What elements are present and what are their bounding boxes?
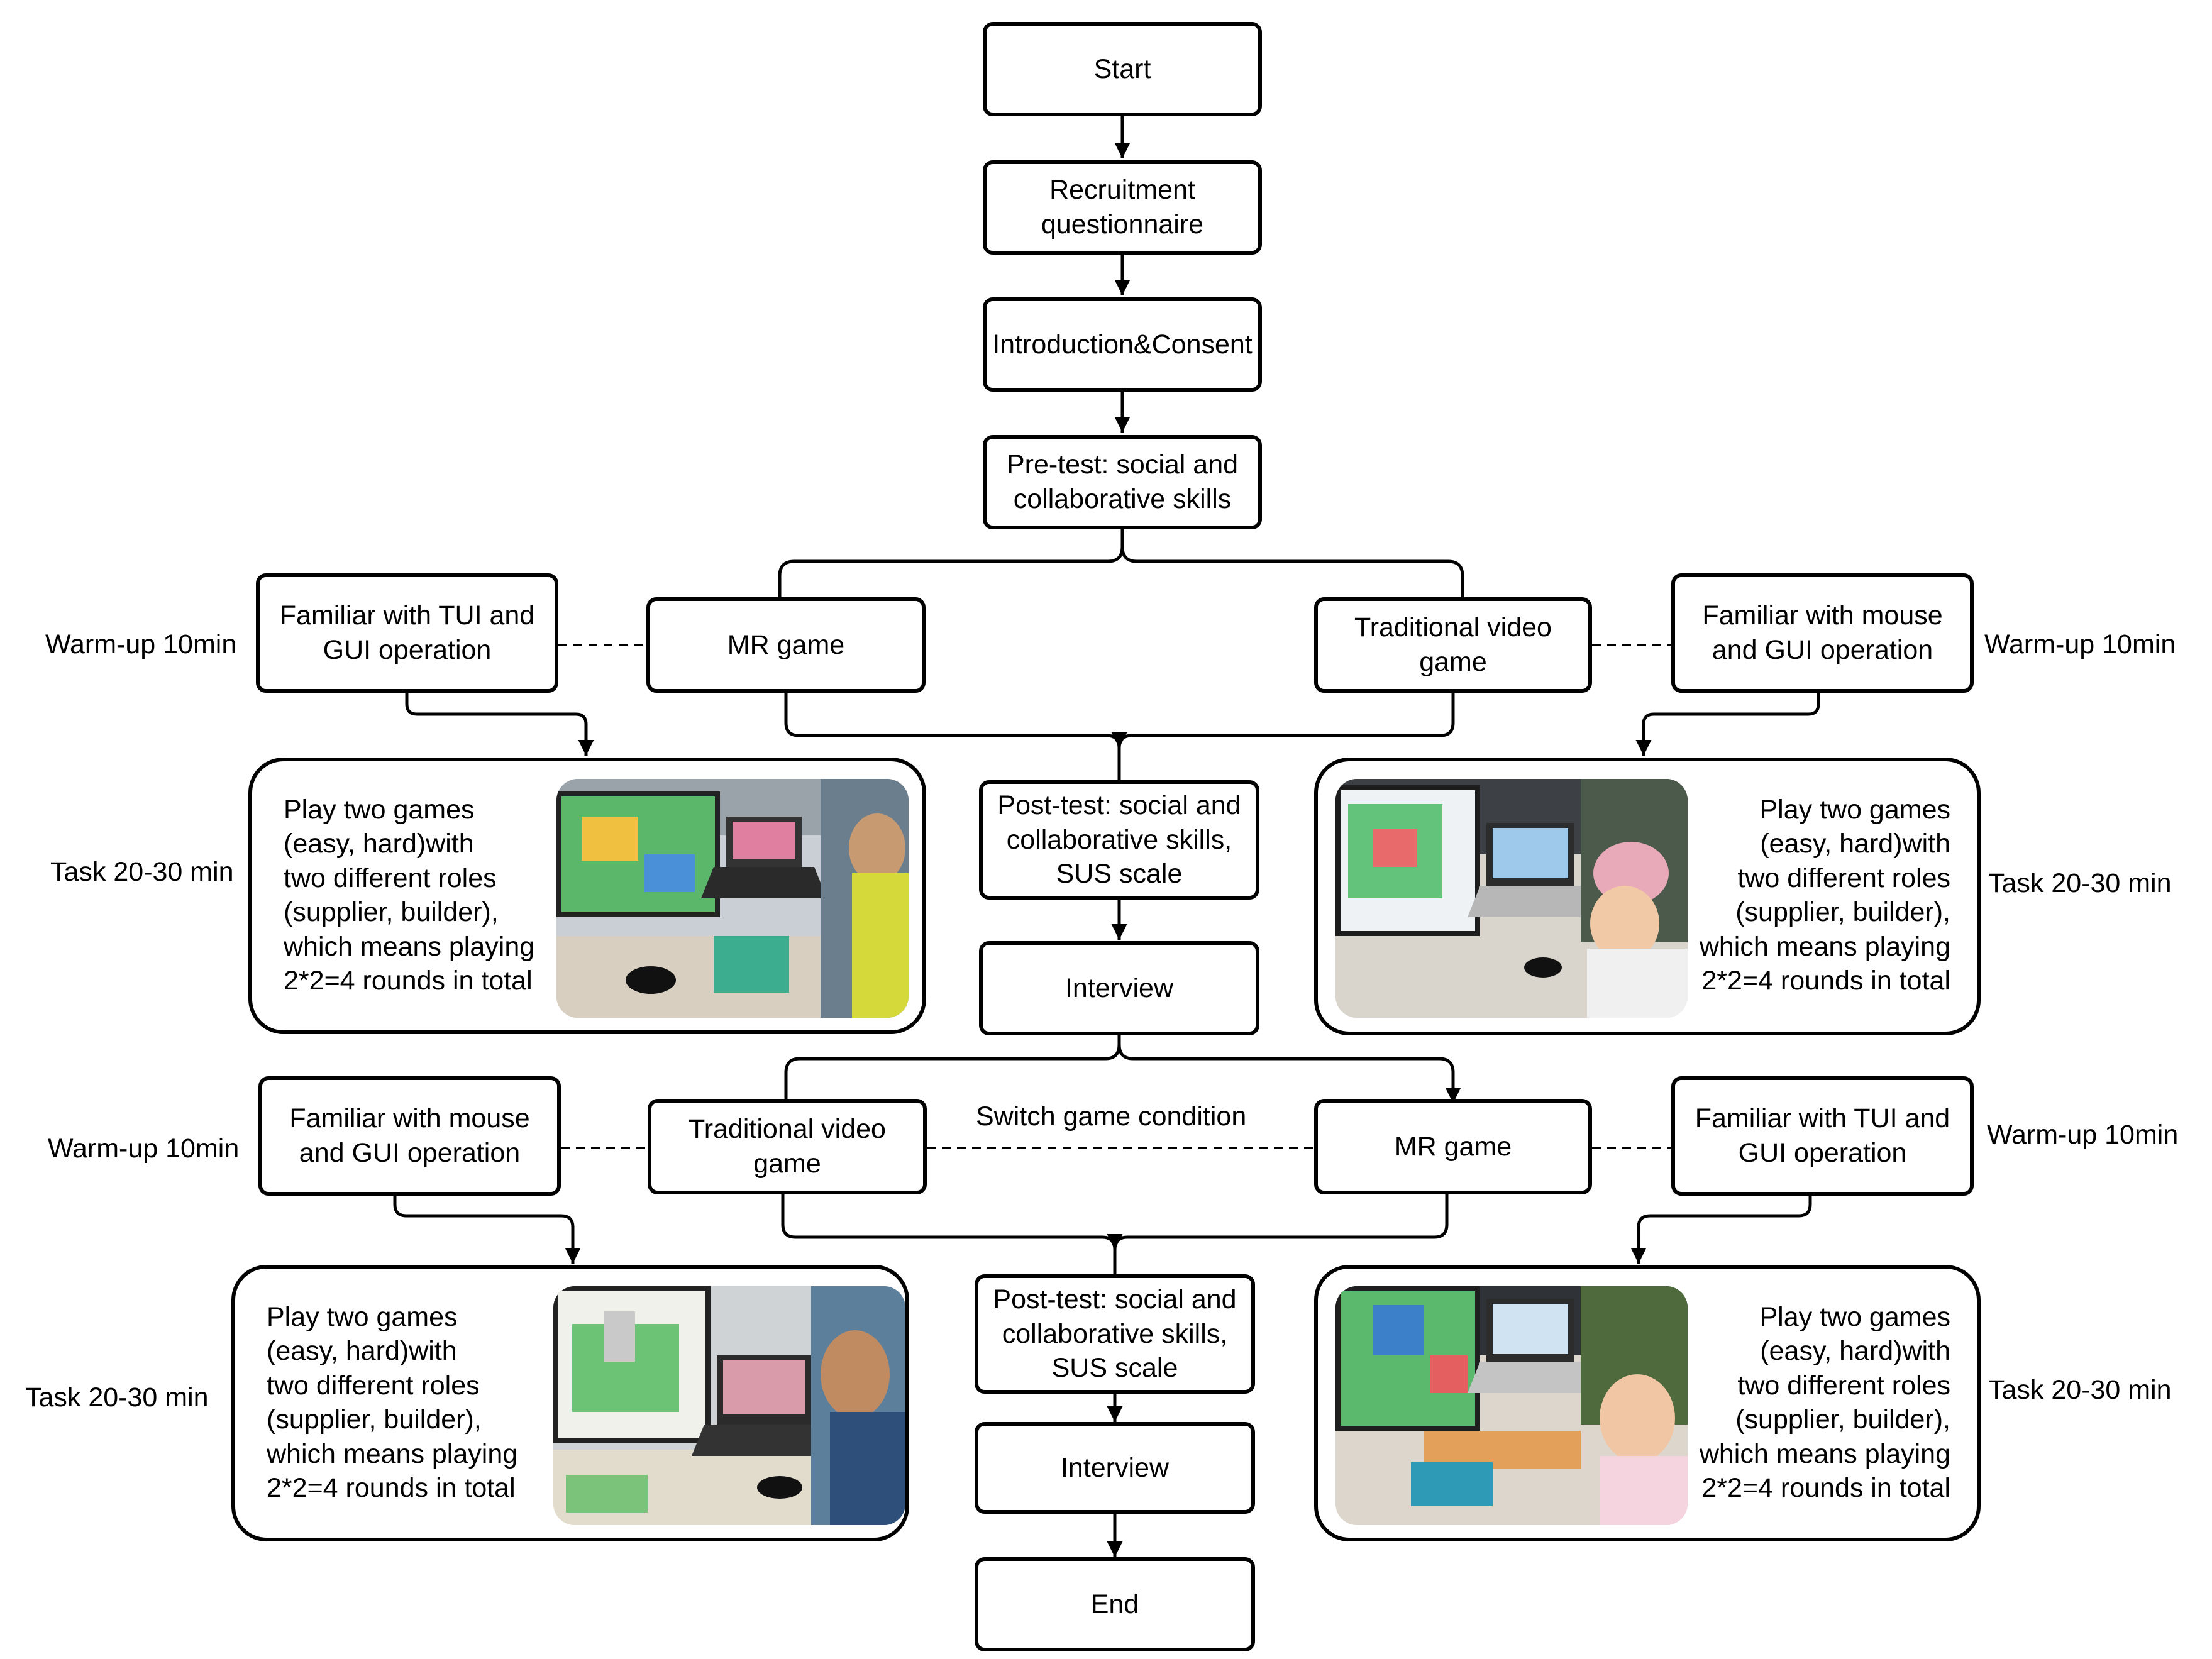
merge-games-posttest2 (781, 1194, 1449, 1275)
photo-video-game-session (1335, 779, 1688, 1018)
familiar-mouse-gui-node-round2: Familiar with mouse and GUI operation (258, 1076, 561, 1196)
start-node: Start (983, 22, 1262, 116)
split-interview1-switch (784, 1035, 1453, 1103)
task-description: Play two games (easy, hard)with two diff… (1699, 1302, 1950, 1503)
familiar-tui-gui-node-round1: Familiar with TUI and GUI operation (256, 573, 558, 693)
posttest-node-round2: Post-test: social and collaborative skil… (975, 1274, 1255, 1394)
posttest-node-round1: Post-test: social and collaborative skil… (979, 780, 1259, 900)
task-description: Play two games (easy, hard)with two diff… (267, 1302, 518, 1503)
task-box-round2-right: Play two games (easy, hard)with two diff… (1314, 1265, 1981, 1541)
warmup-label-round2-right: Warm-up 10min (1987, 1120, 2179, 1150)
task-label-round1-left: Task 20-30 min (50, 857, 234, 887)
task-label-round2-left: Task 20-30 min (25, 1382, 209, 1413)
recruitment-questionnaire-node: Recruitment questionnaire (983, 160, 1262, 255)
traditional-video-game-node-round2: Traditional video game (648, 1099, 927, 1194)
task-label-round1-right: Task 20-30 min (1988, 868, 2172, 898)
pretest-node: Pre-test: social and collaborative skill… (983, 435, 1262, 529)
photo-mr-game-session (556, 779, 909, 1018)
merge-games-posttest1 (784, 693, 1455, 780)
photo-mr-game-session-round2 (1335, 1286, 1688, 1525)
task-box-round1-left: Play two games (easy, hard)with two diff… (248, 758, 926, 1034)
photo-video-game-session-round2 (553, 1286, 905, 1525)
warmup-label-round2-left: Warm-up 10min (48, 1133, 240, 1164)
task-description: Play two games (easy, hard)with two diff… (284, 795, 535, 996)
warmup-label-round1-left: Warm-up 10min (45, 629, 237, 659)
task-label-round2-right: Task 20-30 min (1988, 1375, 2172, 1405)
mr-game-node-round1: MR game (646, 597, 926, 693)
arrow-warmup1-right-task (1635, 693, 1820, 756)
arrow-warmup2-left-task (393, 1196, 581, 1264)
switch-game-condition-label: Switch game condition (976, 1101, 1247, 1132)
split-pretest-games (778, 529, 1464, 597)
familiar-tui-gui-node-round2: Familiar with TUI and GUI operation (1671, 1076, 1974, 1196)
mr-game-node-round2: MR game (1314, 1099, 1592, 1194)
end-node: End (975, 1557, 1255, 1651)
interview-node-round1: Interview (979, 941, 1259, 1035)
introduction-consent-node: Introduction&Consent (983, 297, 1262, 392)
warmup-label-round1-right: Warm-up 10min (1984, 629, 2176, 659)
task-box-round2-left: Play two games (easy, hard)with two diff… (231, 1265, 909, 1541)
interview-node-round2: Interview (975, 1422, 1255, 1514)
familiar-mouse-gui-node-round1: Familiar with mouse and GUI operation (1671, 573, 1974, 693)
task-box-round1-right: Play two games (easy, hard)with two diff… (1314, 758, 1981, 1035)
traditional-video-game-node-round1: Traditional video game (1314, 597, 1592, 693)
arrow-warmup2-right-task (1630, 1196, 1812, 1264)
task-description: Play two games (easy, hard)with two diff… (1699, 795, 1950, 996)
arrow-warmup1-left-task (405, 693, 594, 756)
